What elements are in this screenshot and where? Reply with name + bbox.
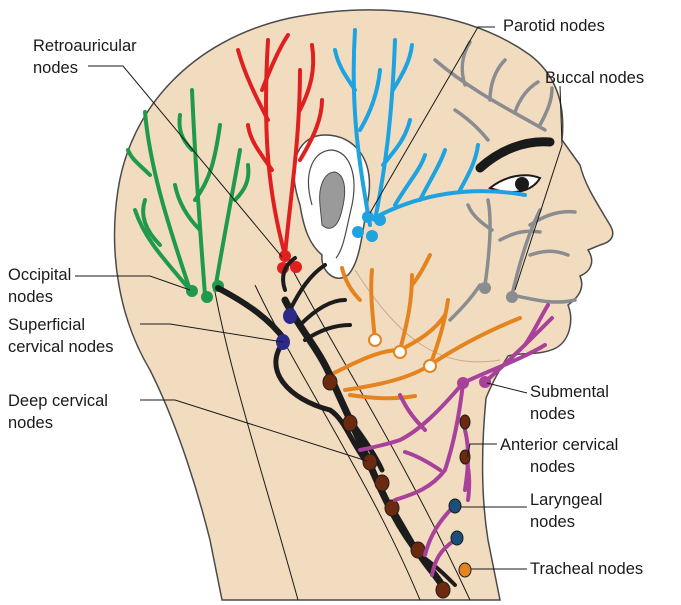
head-silhouette — [115, 10, 613, 600]
label-occipital-nodes: Occipital nodes — [8, 266, 76, 306]
label-deep-cervical-nodes: Deep cervical nodes — [8, 392, 113, 432]
label-laryngeal-nodes: Laryngeal nodes — [530, 491, 607, 531]
tracheal-nodes — [459, 563, 471, 577]
label-submental-nodes: Submental nodes — [530, 383, 613, 423]
label-superficial-cervical-nodes: Superficial cervical nodes — [8, 316, 113, 356]
label-retroauricular-nodes: Retroauricular nodes — [33, 37, 141, 77]
label-buccal-nodes: Buccal nodes — [545, 69, 644, 87]
label-parotid-nodes: Parotid nodes — [503, 17, 605, 35]
label-anterior-cervical-nodes: Anterior cervical nodes — [500, 436, 623, 476]
label-tracheal-nodes: Tracheal nodes — [530, 560, 643, 578]
